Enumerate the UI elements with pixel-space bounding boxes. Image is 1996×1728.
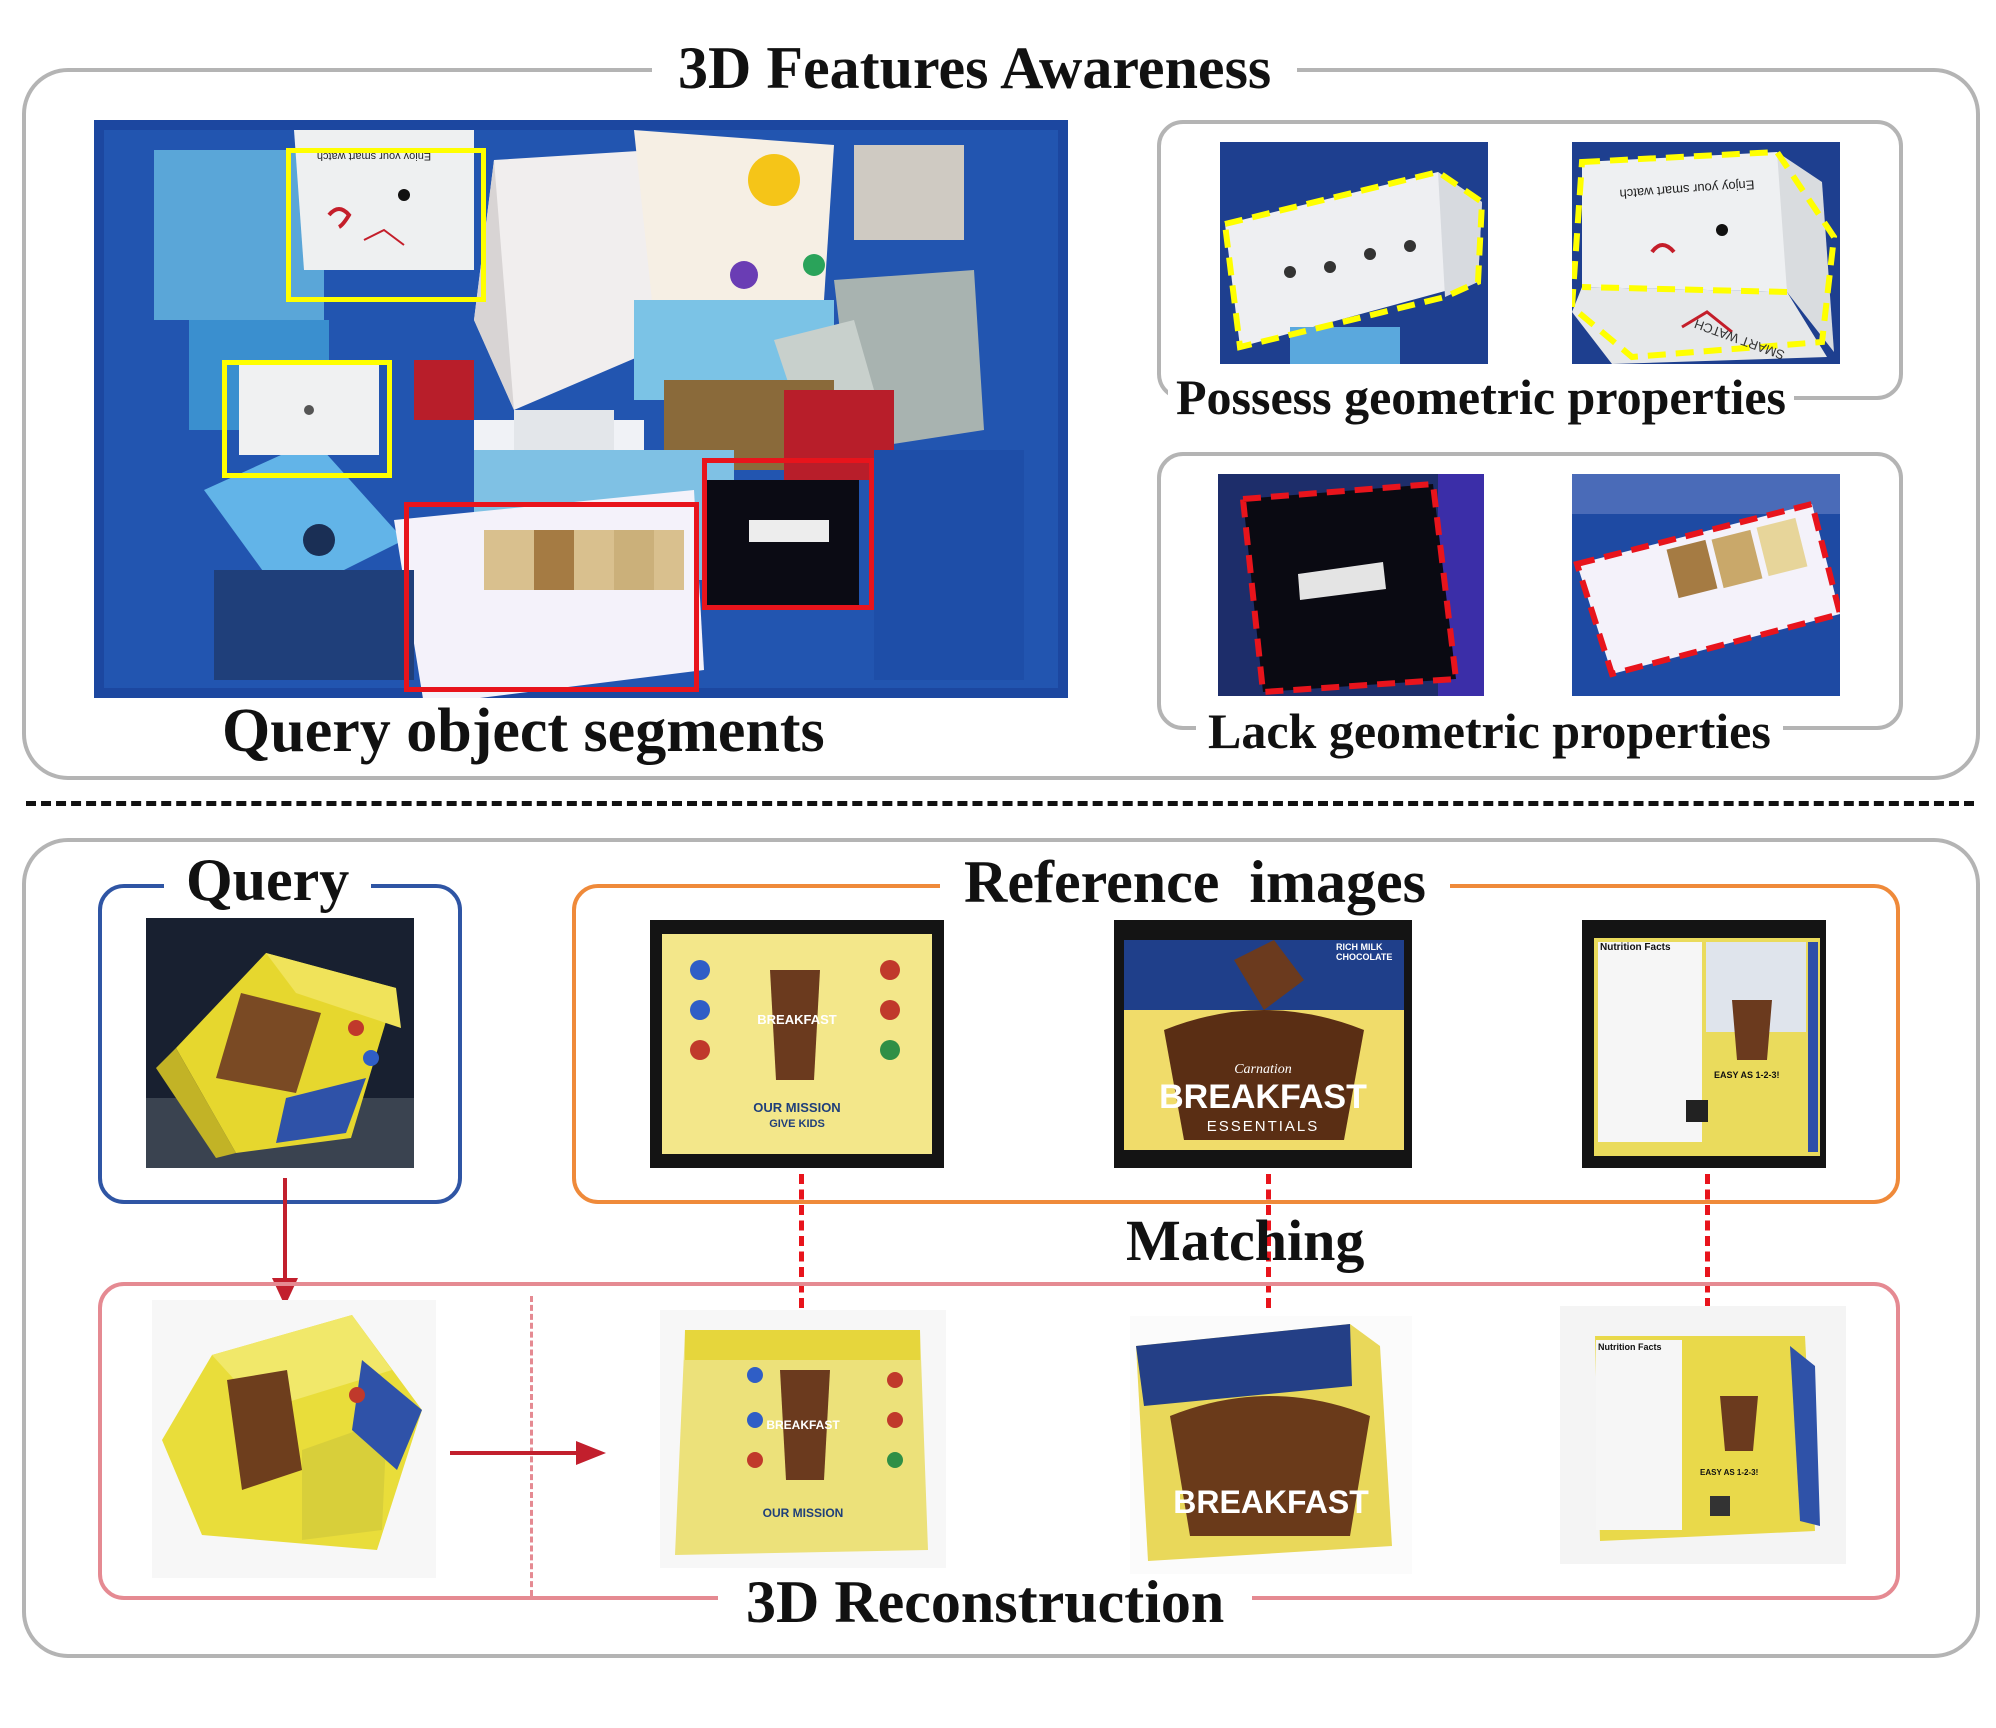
crate-photo: Enjoy your smart watch [94,120,1068,698]
reference-image-2: RICH MILK CHOCOLATE Carnation BREAKFAST … [1114,920,1412,1168]
yellow-segment-box-2 [222,360,392,478]
reference-image-3: Nutrition Facts EASY AS 1-2-3! [1582,920,1826,1168]
query-label: Query [164,850,372,910]
matching-line-1 [799,1174,804,1308]
recon-1-mission: OUR MISSION [762,1506,844,1520]
section-separator [26,801,1974,806]
reference-1-give-kids: GIVE KIDS [769,1118,825,1130]
geo-photo-2: Enjoy your smart watch SMART WATCH [1572,142,1840,364]
reference-2-sub: ESSENTIALS [1206,1118,1320,1135]
reference-image-1: BREAKFAST OUR MISSION GIVE KIDS [650,920,944,1168]
reference-2-carnation: Carnation [1234,1062,1292,1077]
matching-line-2 [1266,1174,1271,1308]
yellow-segment-box-1 [286,148,486,302]
features-awareness-title: 3D Features Awareness [652,38,1298,98]
recon-2-brand: BREAKFAST [1173,1484,1369,1520]
reference-1-mission: OUR MISSION [753,1100,841,1115]
query-photo [146,918,414,1168]
bottom-panel [22,838,1980,1658]
matching-label: Matching [1126,1208,1365,1273]
recon-1-brand: BREAKFAST [766,1418,840,1432]
reference-2-brand: BREAKFAST [1159,1078,1367,1116]
matching-line-3 [1705,1174,1710,1308]
reference-3-easy: EASY AS 1-2-3! [1714,1070,1780,1080]
recon-3-easy: EASY AS 1-2-3! [1700,1468,1759,1477]
reference-1-brand: BREAKFAST [757,1012,837,1027]
reconstruction-divider [530,1296,533,1596]
recon-view-3: Nutrition Facts EASY AS 1-2-3! [1560,1306,1846,1564]
lack-photo-2 [1572,474,1840,696]
reference-images-label: Reference images [940,852,1451,912]
red-segment-box-2 [702,458,874,610]
possess-geometry-caption: Possess geometric properties [1168,372,1795,422]
query-segments-caption: Query object segments [222,697,825,765]
lack-geometry-caption: Lack geometric properties [1196,706,1783,756]
geo-photo-1 [1220,142,1488,364]
recon-view-2: BREAKFAST [1130,1316,1412,1574]
red-segment-box-1 [404,502,699,692]
reconstruction-label: 3D Reconstruction [718,1572,1253,1632]
recon-3-nutrition: Nutrition Facts [1598,1342,1662,1352]
recon-query [152,1300,436,1578]
reference-2-rich-milk: RICH MILK CHOCOLATE [1336,942,1393,962]
recon-view-1: BREAKFAST OUR MISSION [660,1310,946,1568]
reference-3-nutrition: Nutrition Facts [1600,942,1671,953]
recon-forward-arrow [450,1441,606,1465]
lack-photo-1 [1218,474,1484,696]
